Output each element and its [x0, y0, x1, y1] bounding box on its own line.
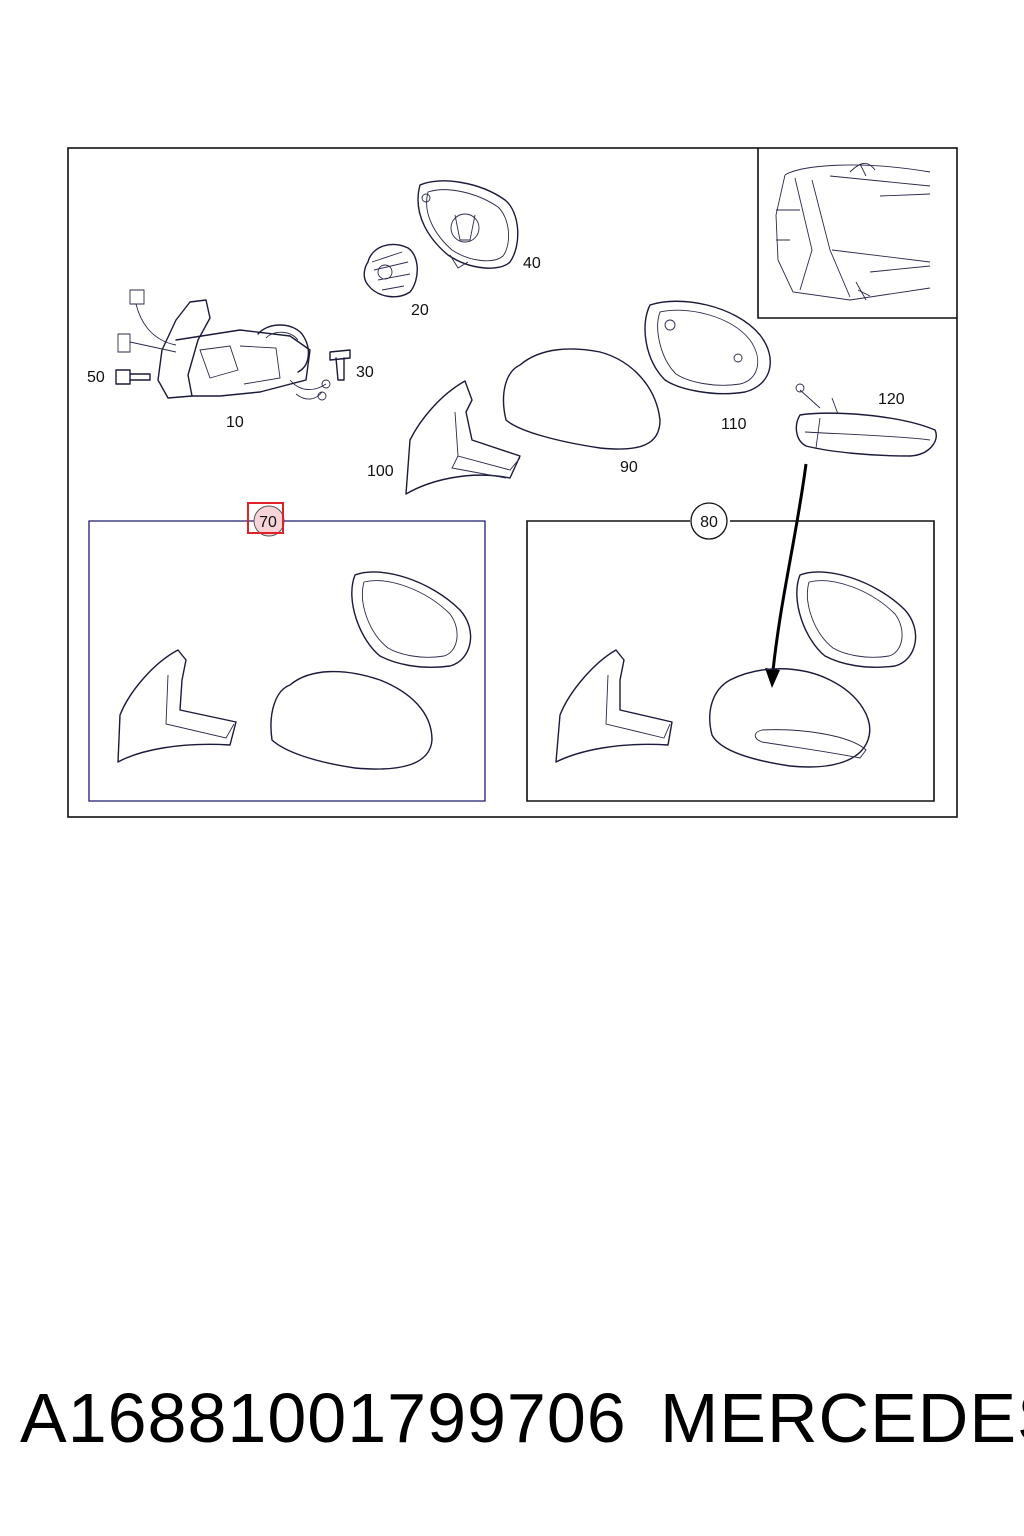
callout-100[interactable]: 100	[367, 463, 394, 480]
assembly-box-80	[526, 520, 935, 802]
callout-120[interactable]: 120	[878, 391, 905, 408]
callout-70[interactable]: 70	[259, 514, 277, 531]
callout-70-highlighted[interactable]: 70	[247, 502, 285, 537]
brand-name: MERCEDES	[660, 1379, 1024, 1457]
assembly-arrow-head	[765, 668, 780, 688]
callout-110[interactable]: 110	[721, 416, 747, 433]
assembly-box-70	[88, 520, 486, 802]
callout-30[interactable]: 30	[356, 364, 374, 381]
callout-80[interactable]: 80	[700, 514, 718, 531]
part-40-mirror-glass-carrier[interactable]	[417, 180, 519, 269]
assembly-arrow	[770, 463, 808, 681]
callout-20[interactable]: 20	[411, 302, 429, 319]
part-110-mirror-frame[interactable]	[644, 300, 771, 395]
part-20-adjusting-motor[interactable]	[363, 243, 418, 298]
callout-10[interactable]: 10	[226, 414, 244, 431]
footer: A16881001799706 MERCEDES	[0, 1378, 1024, 1468]
part-10-mirror-base-assembly[interactable]	[117, 289, 331, 401]
part-120-turn-signal[interactable]	[795, 383, 937, 457]
part-30-screw[interactable]	[329, 349, 351, 381]
diagram-frame	[67, 147, 958, 818]
part-number: A16881001799706	[20, 1379, 627, 1457]
part-90-cover-housing[interactable]	[502, 348, 661, 450]
part-100-lower-cover[interactable]	[405, 380, 521, 495]
callout-90[interactable]: 90	[620, 459, 638, 476]
callout-40[interactable]: 40	[523, 255, 541, 272]
callout-80-circle[interactable]: 80	[690, 502, 728, 540]
part-50-screw[interactable]	[115, 369, 151, 385]
car-location-inset	[757, 148, 957, 319]
callout-50[interactable]: 50	[87, 369, 105, 386]
